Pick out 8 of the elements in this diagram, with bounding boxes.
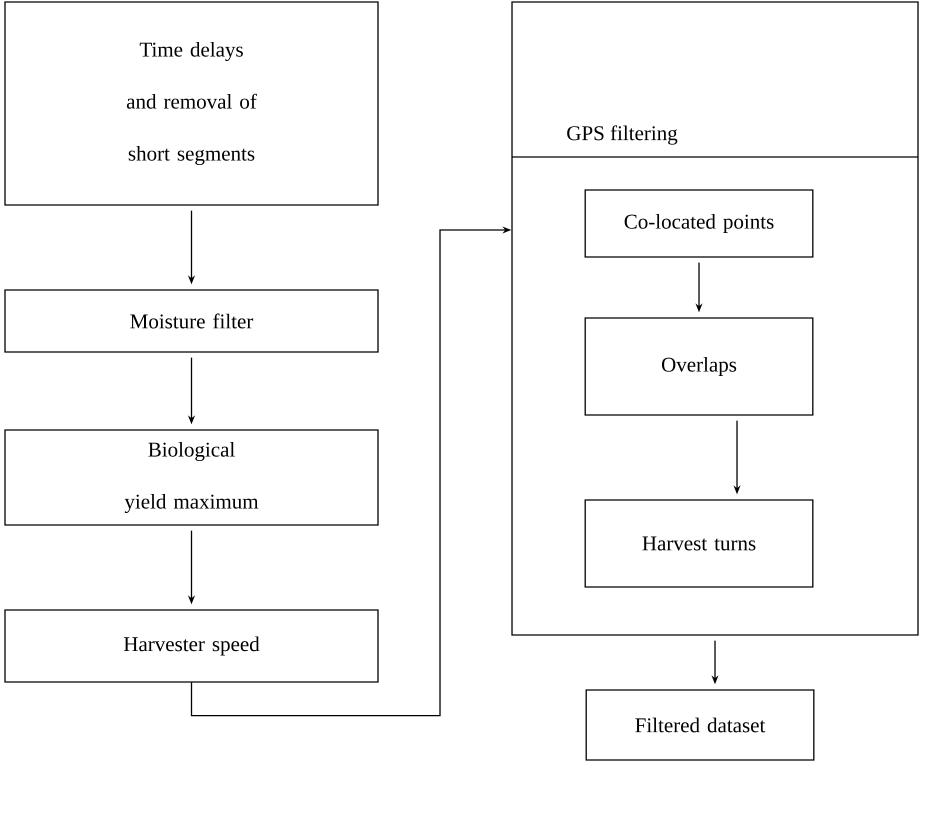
process-box: Moisture filter — [4, 289, 379, 353]
process-box: Co-located points — [584, 189, 814, 258]
process-box: Harvest turns — [584, 499, 814, 588]
process-box: Overlaps — [584, 317, 814, 416]
process-box: Time delays and removal of short segments — [4, 1, 379, 206]
process-box: Biological yield maximum — [4, 429, 379, 526]
process-box: Harvester speed — [4, 609, 379, 683]
process-box: Filtered dataset — [586, 689, 814, 761]
